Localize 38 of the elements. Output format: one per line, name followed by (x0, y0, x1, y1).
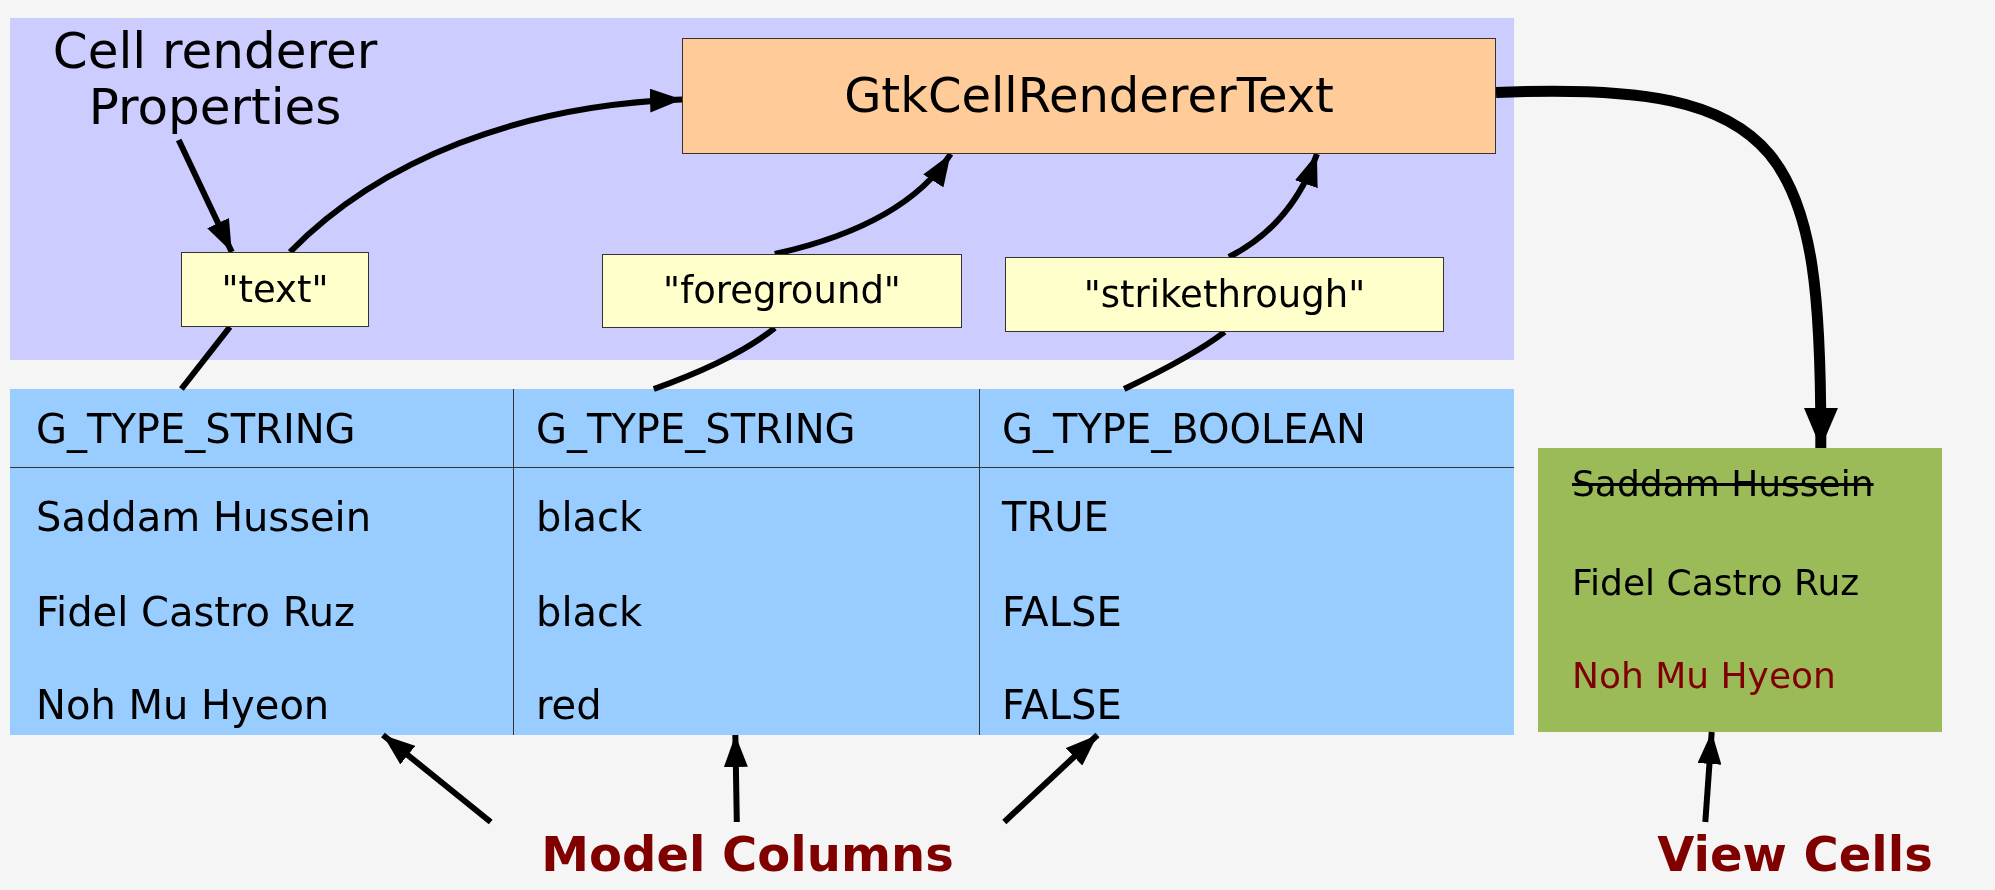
property-label: "strikethrough" (1083, 272, 1366, 317)
column-type-header: G_TYPE_STRING (36, 405, 356, 453)
table-cell-text: FALSE (1002, 588, 1122, 636)
property-box (602, 254, 962, 328)
view-cell-text: Saddam Hussein (1572, 462, 1874, 506)
arrow (1697, 731, 1722, 823)
view-cell-box (1538, 448, 1942, 732)
table-cell-text: TRUE (1002, 493, 1109, 541)
table-background (10, 389, 1514, 735)
annotation-label: Cell renderer Properties (50, 18, 380, 140)
table-cell-text: Noh Mu Hyeon (36, 681, 330, 729)
section-title: Model Columns (480, 822, 1015, 886)
renderer-box (682, 38, 1496, 154)
property-box (181, 252, 369, 327)
arrow (774, 152, 954, 257)
section-title: View Cells (1600, 822, 1990, 886)
arrow (381, 732, 493, 825)
table-cell-text: Fidel Castro Ruz (36, 588, 356, 636)
class-name-label: GtkCellRendererText (844, 67, 1334, 125)
property-label: "foreground" (663, 268, 901, 314)
column-type-header: G_TYPE_BOOLEAN (1002, 405, 1366, 453)
table-cell-text: red (536, 681, 602, 729)
property-label: "text" (221, 267, 329, 312)
column-type-header: G_TYPE_STRING (536, 405, 856, 453)
view-cell-text: Noh Mu Hyeon (1572, 654, 1836, 698)
table-cell-text: Saddam Hussein (36, 493, 372, 541)
arrow (1227, 152, 1320, 260)
table-cell-text: FALSE (1002, 681, 1122, 729)
table-cell-text: black (536, 493, 643, 541)
arrow (723, 734, 748, 823)
panel-background (10, 18, 1514, 360)
arrow (176, 138, 235, 254)
table-cell-text: black (536, 588, 643, 636)
arrow (1495, 85, 1838, 449)
property-box (1005, 257, 1444, 332)
arrow (1002, 732, 1100, 825)
arrow (288, 89, 683, 255)
view-cell-text: Fidel Castro Ruz (1572, 561, 1860, 605)
